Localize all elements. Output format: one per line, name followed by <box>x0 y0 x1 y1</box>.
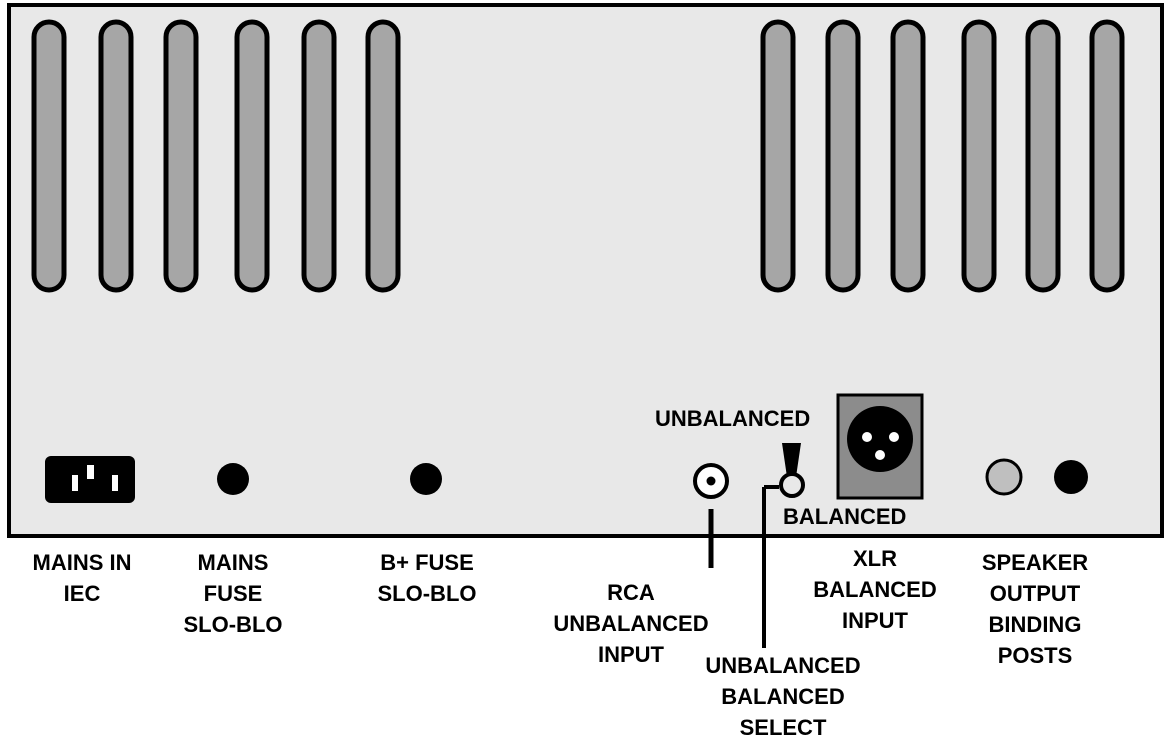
vent-slot-right-4 <box>961 19 997 293</box>
mains-fuse-holder-icon[interactable] <box>217 463 249 495</box>
vent-slot-right-6 <box>1089 19 1125 293</box>
binding-post-red-icon[interactable] <box>985 458 1023 496</box>
vent-slot-right-2 <box>825 19 861 293</box>
bplus-fuse-holder-icon[interactable] <box>410 463 442 495</box>
rca-jack-icon[interactable] <box>693 463 729 568</box>
vent-slot-left-5 <box>301 19 337 293</box>
vent-slot-right-5 <box>1025 19 1061 293</box>
vent-slot-left-4 <box>234 19 270 293</box>
vent-slot-right-1 <box>760 19 796 293</box>
switch-balanced-position-label: BALANCED <box>783 504 907 529</box>
binding-post-black-icon[interactable] <box>1054 460 1088 494</box>
vent-slot-left-6 <box>365 19 401 293</box>
vent-slot-right-3 <box>890 19 926 293</box>
iec-inlet-icon[interactable] <box>45 456 135 503</box>
xlr-jack-icon[interactable] <box>836 393 924 500</box>
ventilation-slots <box>31 19 1125 293</box>
toggle-switch-icon[interactable] <box>762 443 805 648</box>
switch-unbalanced-position-label: UNBALANCED <box>655 406 811 431</box>
vent-slot-left-3 <box>163 19 199 293</box>
vent-slot-left-1 <box>31 19 67 293</box>
vent-slot-left-2 <box>98 19 134 293</box>
